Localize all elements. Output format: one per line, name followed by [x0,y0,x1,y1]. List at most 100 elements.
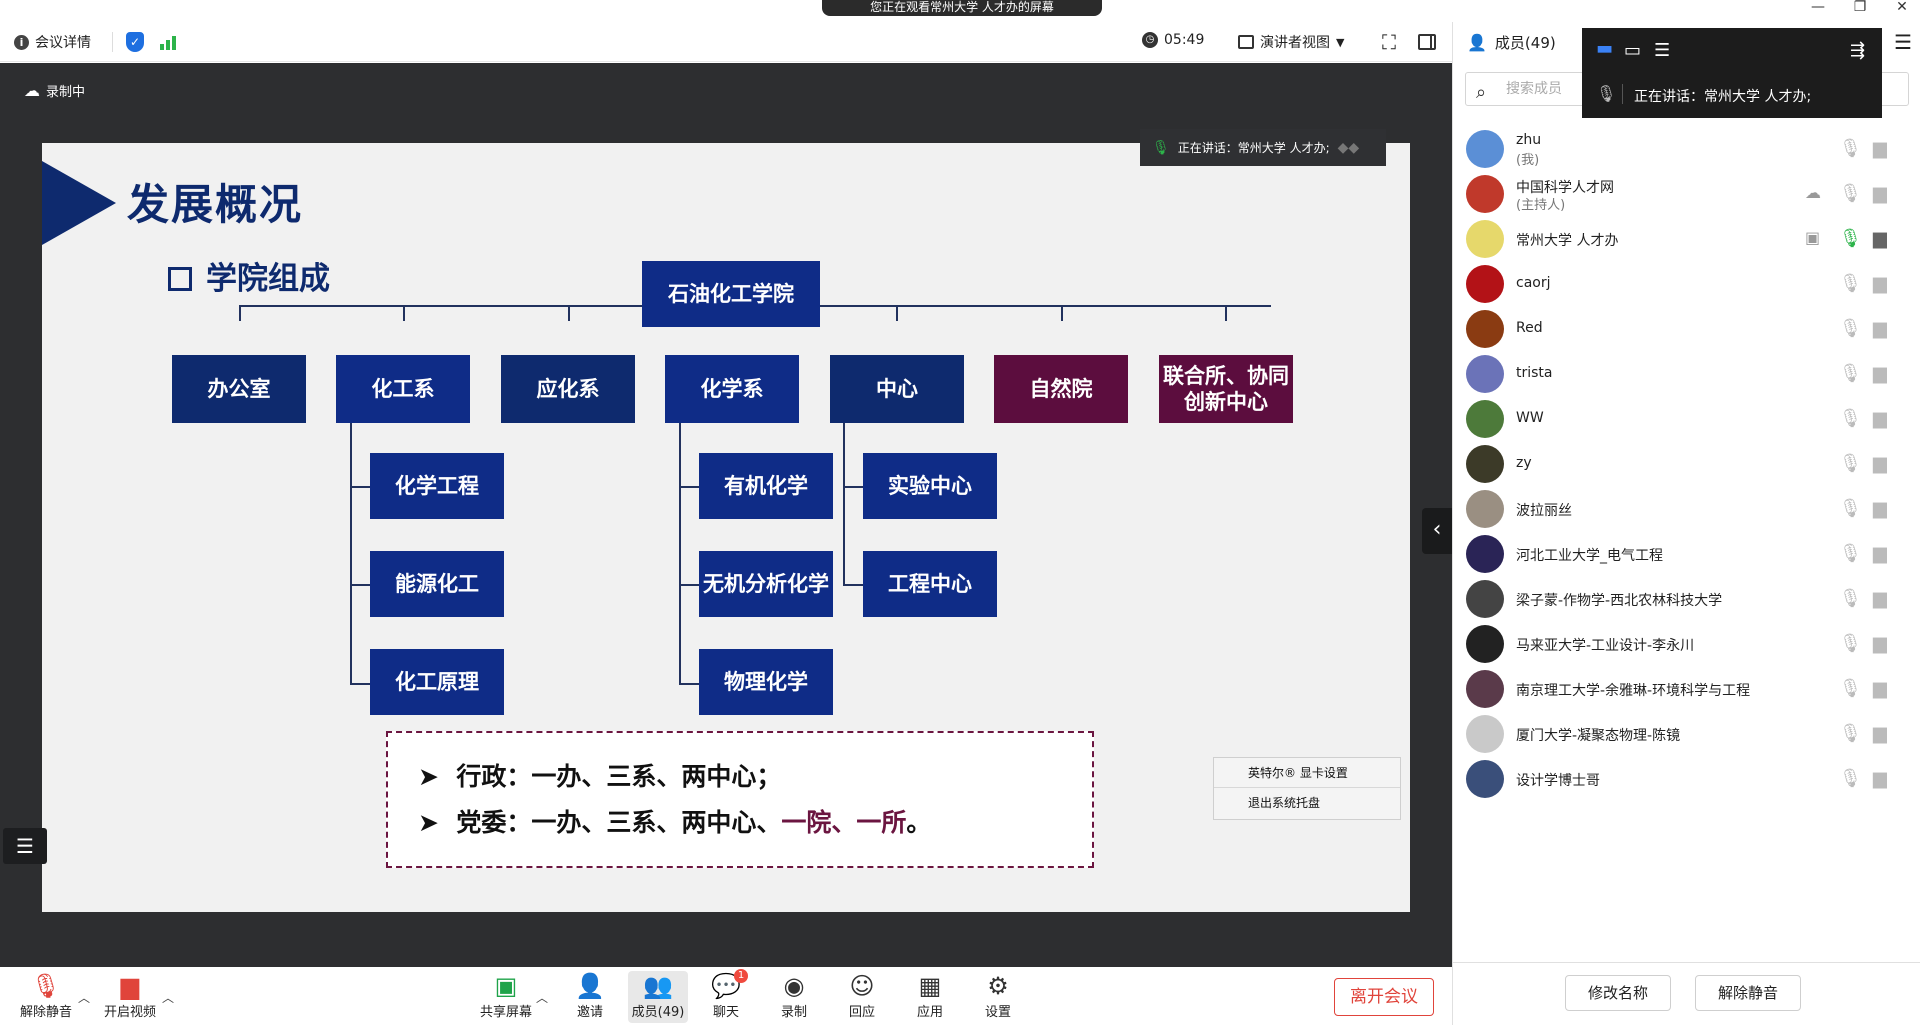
mic-muted-icon[interactable]: 🎙 [1839,633,1862,654]
member-row[interactable]: zy🎙▆ [1453,437,1920,492]
mic-muted-icon[interactable]: 🎙 [1839,543,1862,564]
restore-icon[interactable]: ❐ [1853,0,1867,15]
leave-meeting-button[interactable]: 离开会议 [1334,978,1434,1016]
member-row[interactable]: 中国科学人才网(主持人)☁🎙▆ [1453,167,1920,222]
mic-muted-icon[interactable]: 🎙 [1839,723,1862,744]
member-row[interactable]: 厦门大学-凝聚态物理-陈镜🎙▆ [1453,707,1920,762]
member-row[interactable]: trista🎙▆ [1453,347,1920,402]
video-off-icon[interactable]: ▆ [1873,633,1887,654]
avatar [1466,355,1504,393]
member-name: WW [1516,410,1544,426]
member-name: zhu [1516,132,1542,148]
member-row[interactable]: 梁子蒙-作物学-西北农林科技大学🎙▆ [1453,572,1920,627]
fullscreen-icon[interactable]: ⛶ [1382,30,1396,54]
gallery-icon[interactable]: ☰ [1654,40,1671,61]
member-row[interactable]: 常州大学 人才办▣🎙▆ [1453,212,1920,267]
gear-icon: ⚙ [987,972,1009,1000]
video-off-icon[interactable]: ▆ [1873,453,1887,474]
mic-muted-icon[interactable]: 🎙 [1839,498,1862,519]
signal-strength-icon[interactable] [160,34,180,50]
speaking-indicator: 🎙 正在讲话：常州大学 人才办; ◆◆ [1140,129,1386,166]
mic-muted-icon[interactable]: 🎙 [1839,678,1862,699]
video-off-icon[interactable]: ▆ [1873,408,1887,429]
sidebar-layout-icon[interactable] [1418,34,1436,50]
child-organic-chem: 有机化学 [699,453,833,519]
member-row[interactable]: 河北工业大学_电气工程🎙▆ [1453,527,1920,582]
member-row[interactable]: WW 🎙 ▆ [1453,392,1920,447]
member-row[interactable]: 南京理工大学-余雅琳-环境科学与工程🎙▆ [1453,662,1920,717]
start-video-button[interactable]: ▆ 开启视频 [100,971,160,1020]
minimize-icon[interactable]: — [1811,0,1825,15]
avatar-stack-icon: ◆◆ [1337,139,1360,156]
chevron-up-icon[interactable]: ︿ [162,991,175,1005]
video-off-icon[interactable]: ▆ [1873,498,1887,519]
unmute-button[interactable]: 🎙 解除静音 [16,971,76,1020]
close-icon[interactable]: ✕ [1896,0,1908,15]
menu-item-exit-tray[interactable]: 退出系统托盘 [1248,796,1321,810]
apps-label: 应用 [916,1005,943,1020]
video-icon[interactable]: ▆ [1873,228,1887,249]
meeting-info-button[interactable]: i 会议详情 [14,32,91,52]
screen-share-banner[interactable]: 您正在观看常州大学 人才办的屏幕 [822,0,1102,16]
window-icon[interactable]: ▭ [1624,40,1642,61]
view-mode-dropdown[interactable]: 演讲者视图 ▼ [1238,32,1344,52]
rename-button[interactable]: 修改名称 [1565,975,1671,1011]
expand-panel-icon[interactable]: ⇶ [1850,40,1866,61]
video-off-icon[interactable]: ▆ [1873,768,1887,789]
mic-muted-icon[interactable]: 🎙 [1839,453,1862,474]
child-physical-chem: 物理化学 [699,649,833,715]
member-row[interactable]: 马来亚大学-工业设计-李永川🎙▆ [1453,617,1920,672]
list-menu-icon[interactable]: ☰ [3,828,47,864]
member-row[interactable]: 设计学博士哥🎙▆ [1453,752,1920,807]
org-root-box: 石油化工学院 [642,261,820,327]
floating-speaking-text: 正在讲话：常州大学 人才办; [1634,89,1812,105]
mic-muted-icon[interactable]: 🎙 [1839,183,1862,204]
menu-item-intel-graphics[interactable]: 英特尔® 显卡设置 [1214,758,1400,788]
video-off-icon[interactable]: ▆ [1873,543,1887,564]
mic-icon[interactable]: 🎙 [1839,228,1862,249]
video-off-icon[interactable]: ▆ [1873,363,1887,384]
members-button[interactable]: 👥 成员(49) [628,971,688,1023]
chat-button[interactable]: 💬1 聊天 [696,969,756,1020]
unmute-all-button[interactable]: 解除静音 [1695,975,1801,1011]
video-off-icon[interactable]: ▆ [1873,183,1887,204]
mic-muted-icon[interactable]: 🎙 [1839,273,1862,294]
minimize-widget-icon[interactable]: ▬ [1596,38,1614,59]
tray-context-menu: 英特尔® 显卡设置 退出系统托盘 [1213,757,1401,820]
settings-button[interactable]: ⚙ 设置 [968,971,1028,1020]
avatar [1466,535,1504,573]
video-off-icon[interactable]: ▆ [1873,318,1887,339]
dept-center: 中心 [830,355,964,423]
video-off-icon[interactable]: ▆ [1873,588,1887,609]
panel-menu-icon[interactable]: ☰ [1894,30,1912,54]
member-row[interactable]: Red🎙▆ [1453,302,1920,357]
chevron-left-icon[interactable]: ‹ [1422,508,1452,554]
mic-muted-icon[interactable]: 🎙 [1839,588,1862,609]
invite-button[interactable]: 👤 邀请 [560,971,620,1020]
mic-muted-icon[interactable]: 🎙 [1839,318,1862,339]
mic-muted-icon[interactable]: 🎙 [1839,768,1862,789]
avatar [1466,400,1504,438]
mic-muted-icon[interactable]: 🎙 [1839,363,1862,384]
cloud-record-icon: ☁ [1805,183,1821,202]
child-lab-center: 实验中心 [863,453,997,519]
react-button[interactable]: ☺ 回应 [832,971,892,1020]
member-row[interactable]: caorj🎙▆ [1453,257,1920,312]
chevron-up-icon[interactable]: ︿ [78,991,91,1005]
search-placeholder: 搜索成员 [1506,81,1562,97]
mic-muted-icon[interactable]: 🎙 [1839,408,1862,429]
member-row[interactable]: zhu(我)🎙▆ [1453,122,1920,177]
video-off-icon[interactable]: ▆ [1873,138,1887,159]
record-button[interactable]: ◉ 录制 [764,971,824,1020]
video-off-icon[interactable]: ▆ [1873,678,1887,699]
share-screen-button[interactable]: ▣ 共享屏幕 [476,971,536,1020]
apps-button[interactable]: ▦ 应用 [900,971,960,1020]
video-off-icon[interactable]: ▆ [1873,273,1887,294]
shield-icon[interactable]: ✓ [126,32,144,52]
member-row[interactable]: 波拉丽丝🎙▆ [1453,482,1920,537]
video-off-icon[interactable]: ▆ [1873,723,1887,744]
members-panel-footer: 修改名称 解除静音 [1453,962,1920,1025]
mic-muted-icon[interactable]: 🎙 [1839,138,1862,159]
timer-value: 05:49 [1164,32,1205,48]
chevron-up-icon[interactable]: ︿ [536,991,549,1005]
